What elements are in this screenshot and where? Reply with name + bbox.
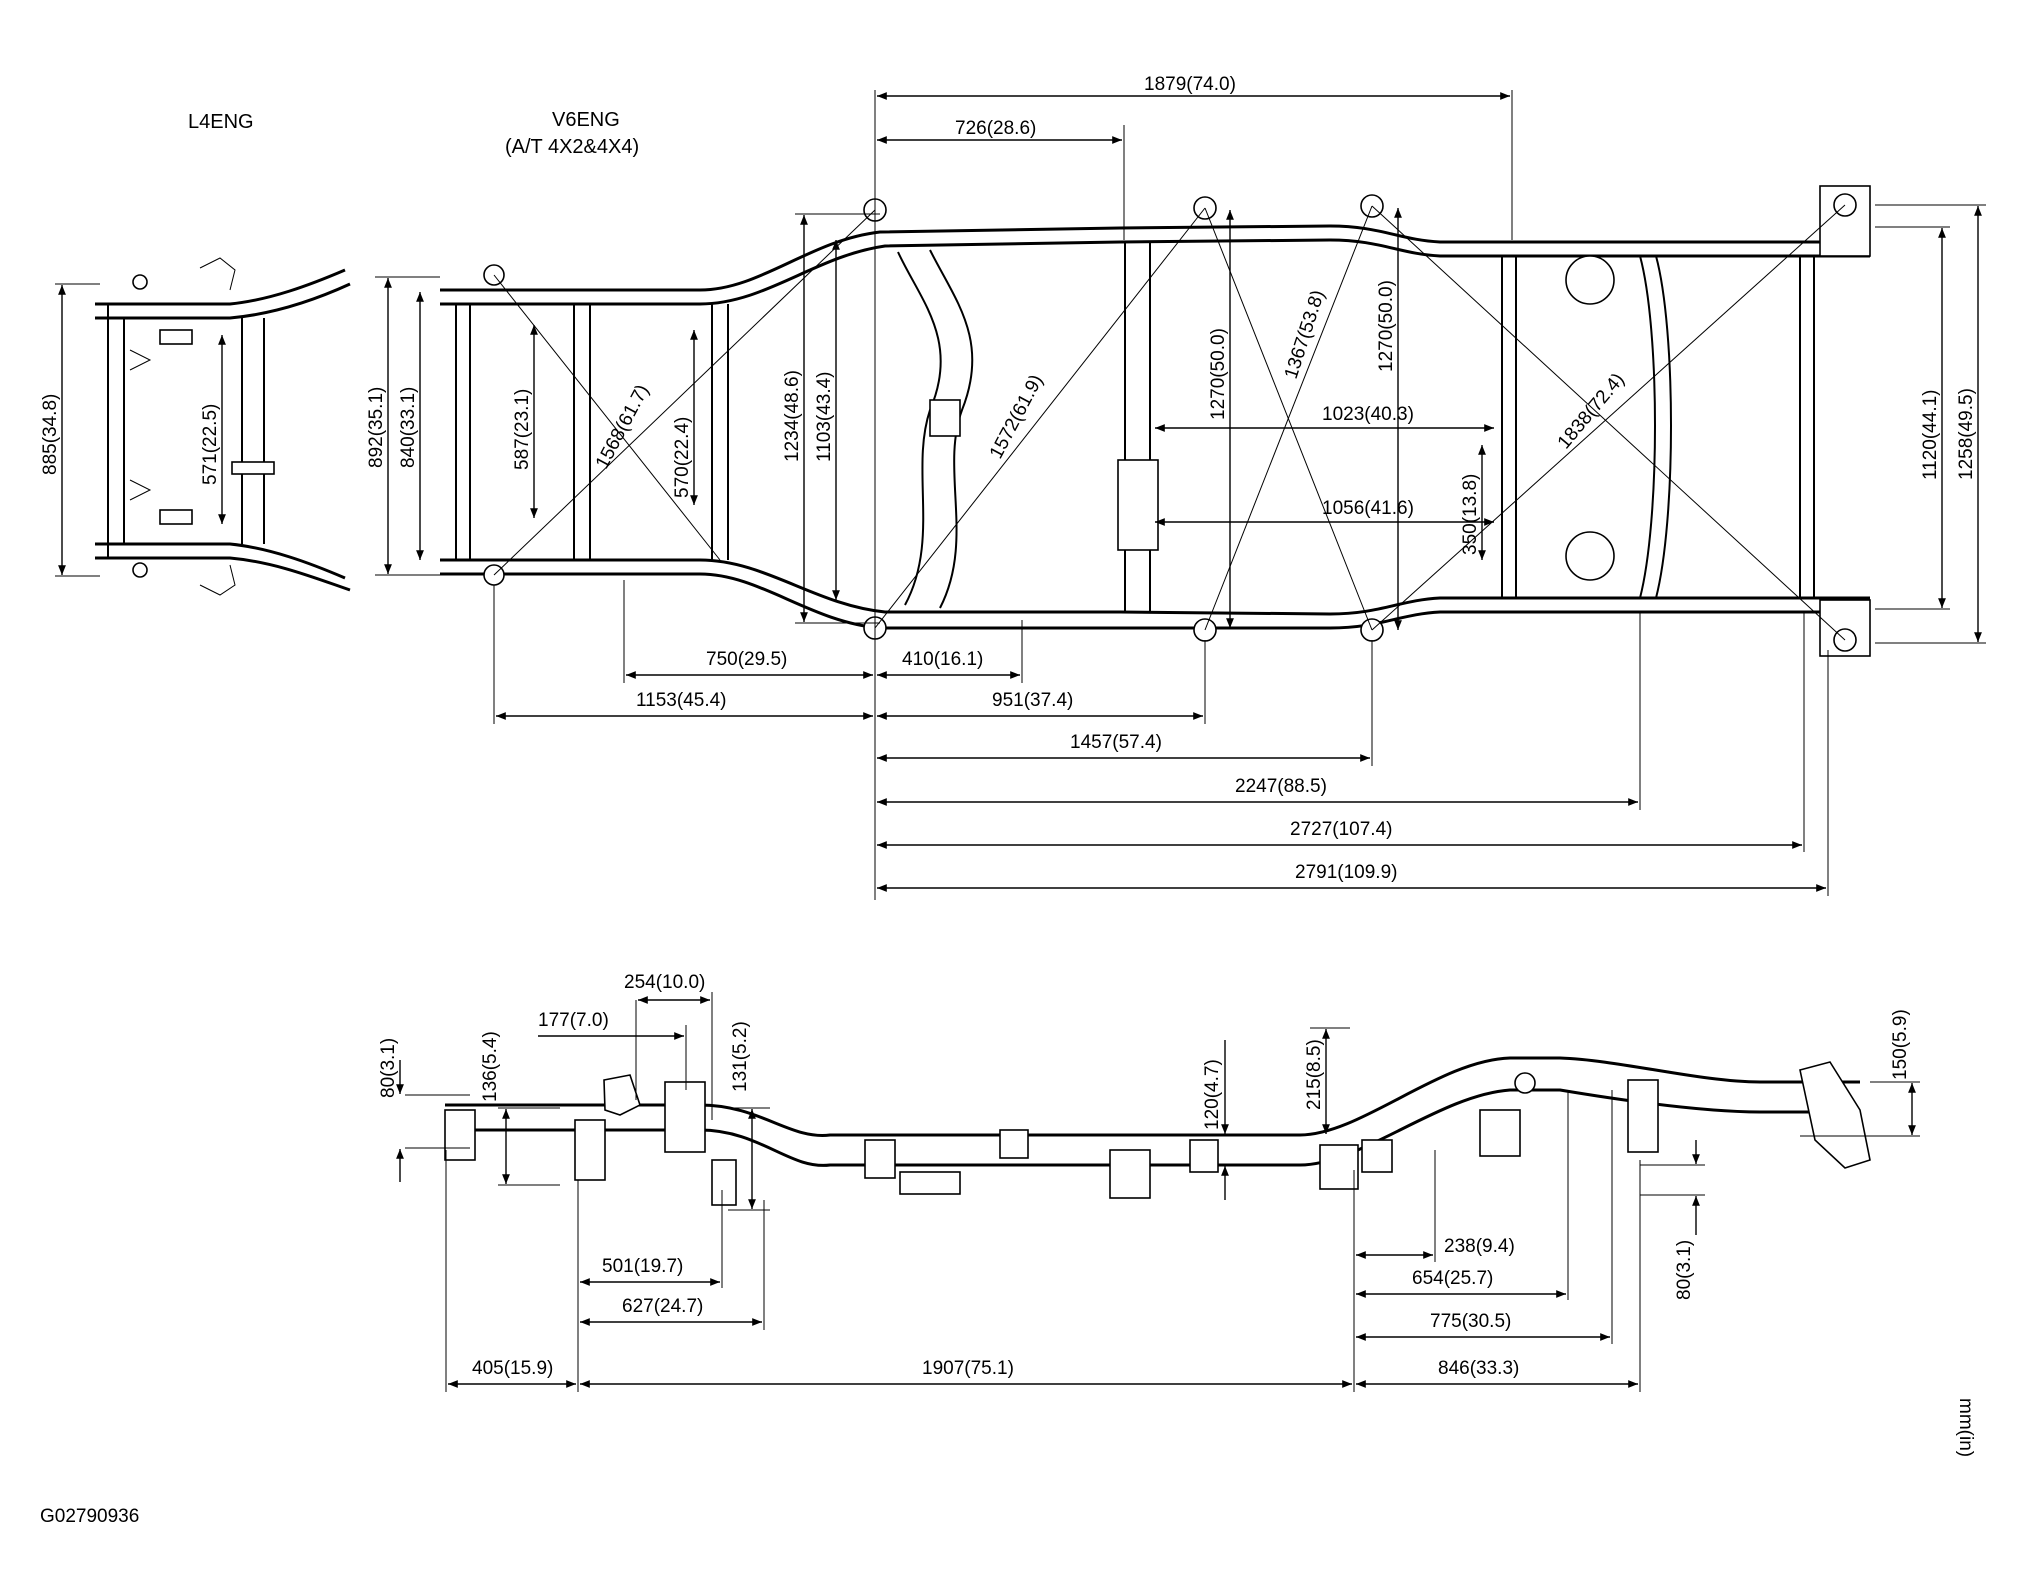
dim-570: 570(22.4) [672, 417, 693, 498]
dim-side-80-a: 80(3.1) [378, 1038, 399, 1098]
dim-350: 350(13.8) [1460, 474, 1481, 555]
dim-1457: 1457(57.4) [1070, 732, 1162, 753]
dim-2247: 2247(88.5) [1235, 776, 1327, 797]
dim-951: 951(37.4) [992, 690, 1073, 711]
side-dimensions: 80(3.1) 136(5.4) 254(10.0) 177(7.0) 131(… [378, 972, 1920, 1392]
dim-side-177: 177(7.0) [538, 1010, 609, 1031]
l4-engine-label: L4ENG [188, 111, 254, 133]
dim-410: 410(16.1) [902, 649, 983, 670]
plan-vertical-dimensions: 892(35.1) 840(33.1) 587(23.1) 1568(61.7)… [366, 204, 1986, 644]
dim-1103: 1103(43.4) [814, 372, 835, 463]
frame-side-view [444, 1056, 1871, 1206]
dim-side-131: 131(5.2) [730, 1021, 751, 1092]
dim-892: 892(35.1) [366, 387, 387, 468]
dim-side-136: 136(5.4) [480, 1031, 501, 1102]
dim-840: 840(33.1) [398, 387, 419, 468]
dim-side-215: 215(8.5) [1304, 1039, 1325, 1110]
dim-1056: 1056(41.6) [1322, 498, 1414, 519]
dim-1572: 1572(61.9) [986, 371, 1048, 462]
dim-side-150: 150(5.9) [1890, 1009, 1911, 1080]
dim-side-405: 405(15.9) [472, 1358, 553, 1379]
dim-1879: 1879(74.0) [1144, 74, 1236, 95]
dim-side-1907: 1907(75.1) [922, 1358, 1014, 1379]
dim-587: 587(23.1) [512, 389, 533, 470]
dim-1258: 1258(49.5) [1956, 388, 1977, 480]
dim-2727: 2727(107.4) [1290, 819, 1392, 840]
dim-1120: 1120(44.1) [1920, 390, 1941, 481]
dim-side-627: 627(24.7) [622, 1296, 703, 1317]
dim-side-654: 654(25.7) [1412, 1268, 1493, 1289]
dim-571: 571(22.5) [200, 404, 221, 485]
dim-1270-b: 1270(50.0) [1376, 280, 1397, 372]
dim-1568: 1568(61.7) [592, 381, 654, 472]
dim-1367: 1367(53.8) [1281, 288, 1329, 382]
dim-1153: 1153(45.4) [636, 690, 727, 711]
dim-side-238: 238(9.4) [1444, 1236, 1515, 1257]
dim-726: 726(28.6) [955, 118, 1036, 139]
dim-side-80-b: 80(3.1) [1674, 1240, 1695, 1300]
v6-engine-sublabel: (A/T 4X2&4X4) [505, 136, 639, 158]
dim-side-120: 120(4.7) [1202, 1059, 1223, 1130]
plan-horizontal-dimensions: 1879(74.0) 726(28.6) 750(29.5) 410(16.1)… [493, 74, 1829, 900]
figure-id: G02790936 [40, 1506, 139, 1527]
dim-side-846: 846(33.3) [1438, 1358, 1519, 1379]
dim-1023: 1023(40.3) [1322, 404, 1414, 425]
v6-frame-plan-view [440, 185, 1871, 657]
dim-side-254: 254(10.0) [624, 972, 705, 993]
l4-front-frame: 885(34.8) 571(22.5) [40, 257, 351, 596]
dim-750: 750(29.5) [706, 649, 787, 670]
dim-2791: 2791(109.9) [1295, 862, 1397, 883]
dim-1234: 1234(48.6) [782, 370, 803, 462]
dim-1838: 1838(72.4) [1554, 369, 1629, 453]
dim-885: 885(34.8) [40, 394, 61, 475]
dim-side-775: 775(30.5) [1430, 1311, 1511, 1332]
v6-engine-label: V6ENG [552, 109, 620, 131]
units-label: mm(in) [1955, 1398, 1976, 1457]
dim-1270-a: 1270(50.0) [1208, 328, 1229, 420]
dim-side-501: 501(19.7) [602, 1256, 683, 1277]
